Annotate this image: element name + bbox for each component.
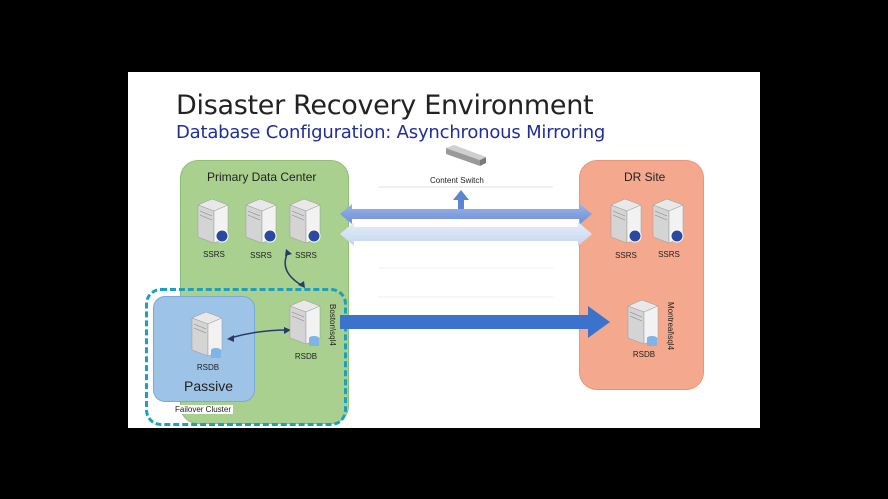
ssrs-label-1: SSRS — [203, 250, 225, 259]
dr-ssrs-server-icon-2 — [652, 198, 684, 244]
slide: Disaster Recovery Environment Database C… — [128, 72, 760, 428]
ssrs-server-icon-1 — [197, 198, 229, 244]
passive-label: Passive — [184, 378, 234, 394]
ssrs-server-icon-2 — [245, 198, 277, 244]
dr-site — [579, 160, 704, 390]
dr-site-label: DR Site — [624, 170, 666, 184]
passive-rsdb-server-icon — [191, 311, 223, 358]
dr-ssrs-server-icon-1 — [610, 198, 642, 244]
arrows — [227, 190, 610, 342]
slide-subtitle: Database Configuration: Asynchronous Mir… — [176, 122, 606, 143]
arrow-ssrs-faint — [340, 222, 592, 246]
arrow-to-switch — [453, 190, 469, 210]
primary-rsdb-label: RSDB — [294, 352, 318, 361]
server-icons — [191, 198, 684, 358]
content-switch-label: Content Switch — [430, 176, 484, 185]
passive-rsdb-label: RSDB — [196, 363, 220, 372]
arrow-ssrs-top — [340, 204, 592, 224]
arrow-mirroring — [340, 306, 610, 338]
dr-ssrs-label-2: SSRS — [658, 250, 680, 259]
dr-rsdb-server-icon — [627, 299, 659, 346]
content-switch-icon — [446, 145, 486, 166]
failover-cluster — [145, 288, 347, 426]
ssrs-server-icon-3 — [289, 198, 321, 244]
ssrs-label-2: SSRS — [250, 251, 272, 260]
primary-rsdb-host-label: Boston\sql4 — [328, 304, 337, 346]
dr-ssrs-label-1: SSRS — [615, 251, 637, 260]
primary-rsdb-server-icon — [289, 299, 321, 346]
ssrs-label-3: SSRS — [295, 251, 317, 260]
primary-data-center-label: Primary Data Center — [207, 170, 317, 184]
dr-rsdb-label: RSDB — [632, 350, 656, 359]
failover-cluster-label: Failover Cluster — [173, 405, 234, 414]
center-faint-graphic — [378, 186, 553, 298]
dr-rsdb-host-label: Montreal\sql4 — [666, 302, 675, 351]
slide-title: Disaster Recovery Environment — [176, 90, 594, 121]
